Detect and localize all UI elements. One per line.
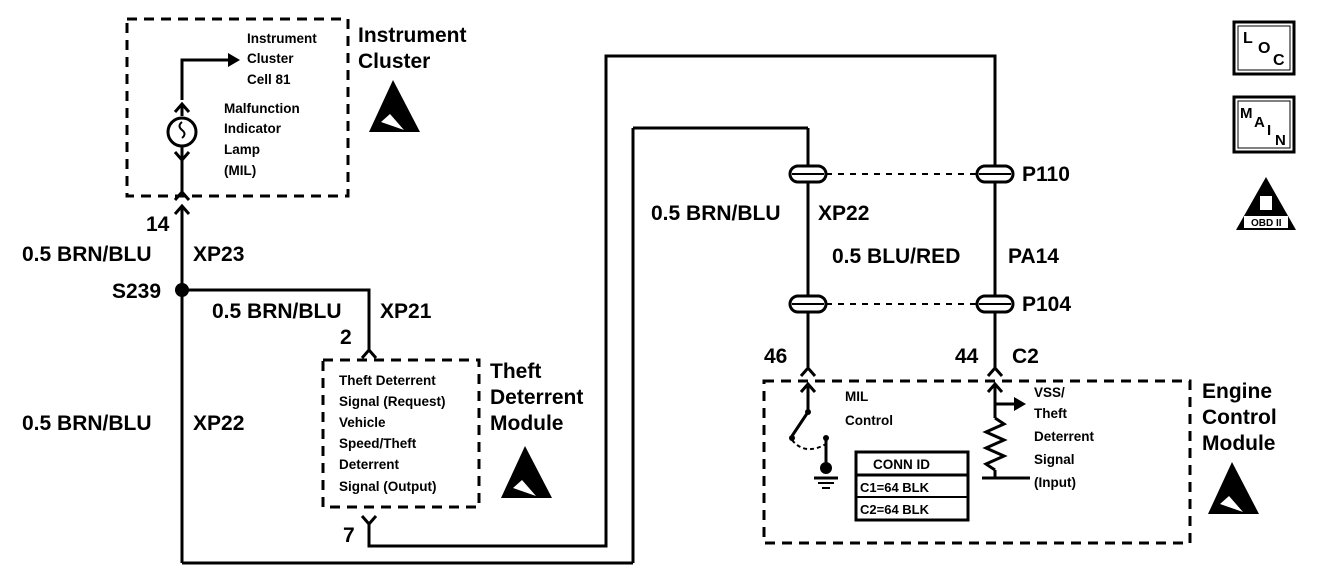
- theft-pin-7-terminal: [360, 515, 378, 527]
- cluster-pin-14-terminal: [173, 189, 191, 201]
- theft-pin-2-label: 2: [340, 326, 352, 349]
- right-conn-b-label: PA14: [1008, 245, 1059, 268]
- theft-module-title-2: Deterrent: [490, 386, 583, 409]
- mil-lamp-line-2: Indicator: [224, 121, 282, 136]
- splice-s239-label: S239: [112, 280, 161, 303]
- vss-line-2: Theft: [1034, 406, 1067, 421]
- ecm-pin-46-terminal: [799, 365, 817, 377]
- ecm-pin-44-label: 44: [955, 345, 979, 368]
- right-wire-b-label: 0.5 BLU/RED: [832, 245, 960, 268]
- theft-desc-line-6: Signal (Output): [339, 479, 436, 494]
- loc-l: L: [1243, 30, 1253, 47]
- cluster-feed-wire: [180, 58, 232, 100]
- esd-icon: [1208, 462, 1259, 514]
- mid-conn-label: XP21: [380, 300, 432, 323]
- left-top-conn-label: XP23: [193, 243, 244, 266]
- ground-icon: [814, 462, 838, 489]
- mil-lamp-line-4: (MIL): [224, 163, 256, 178]
- obd-icon[interactable]: OBD II: [1236, 177, 1296, 230]
- instrument-cluster-title-2: Cluster: [358, 50, 430, 73]
- p110-label: P110: [1022, 163, 1070, 186]
- bulb-icon: [166, 116, 198, 148]
- theft-pin-2-terminal: [360, 347, 378, 359]
- connector-p104: [975, 294, 1015, 314]
- theft-desc-line-3: Vehicle: [339, 415, 386, 430]
- theft-desc-line-2: Signal (Request): [339, 394, 446, 409]
- main-i: I: [1267, 122, 1271, 139]
- vss-line-3: Deterrent: [1034, 429, 1095, 444]
- cluster-cell-line-2: Cluster: [247, 51, 294, 66]
- main-a: A: [1254, 114, 1265, 131]
- main-n: N: [1275, 132, 1286, 149]
- splice-branch-wire: [182, 288, 371, 350]
- mid-wire-label: 0.5 BRN/BLU: [212, 300, 342, 323]
- theft-module-title-3: Module: [490, 412, 564, 435]
- loc-o: O: [1258, 40, 1270, 57]
- cluster-cell-line-3: Cell 81: [247, 72, 291, 87]
- vss-line-1: VSS/: [1034, 385, 1065, 400]
- theft-module-box: [321, 358, 481, 509]
- conn-id-table: [854, 450, 970, 522]
- mil-control-line-1: MIL: [845, 389, 868, 404]
- ecm-pin-44-terminal: [986, 365, 1004, 377]
- loc-icon[interactable]: L O C: [1232, 20, 1296, 76]
- theft-module-title-1: Theft: [490, 360, 541, 383]
- resistor-icon: [982, 416, 1008, 472]
- ecm-pin-46-label: 46: [764, 345, 787, 368]
- feed-arrow-icon: [228, 53, 240, 67]
- ecm-title-1: Engine: [1202, 380, 1272, 403]
- left-bottom-conn-label: XP22: [193, 412, 244, 435]
- theft-pin-7-label: 7: [343, 524, 355, 547]
- ecm-c2-label: C2: [1012, 345, 1039, 368]
- vss-line-5: (Input): [1034, 475, 1076, 490]
- theft-desc-line-1: Theft Deterrent: [339, 373, 436, 388]
- left-bottom-wire-label: 0.5 BRN/BLU: [22, 412, 152, 435]
- main-icon[interactable]: M A I N: [1232, 95, 1296, 154]
- ecm-title-2: Control: [1202, 406, 1277, 429]
- cluster-cell-line-1: Instrument: [247, 31, 317, 46]
- connector-xp22-bottom: [788, 294, 828, 314]
- left-top-wire-label: 0.5 BRN/BLU: [22, 243, 152, 266]
- ecm-title-3: Module: [1202, 432, 1276, 455]
- conn-id-title: CONN ID: [873, 457, 930, 472]
- right-wire-a-label: 0.5 BRN/BLU: [651, 202, 781, 225]
- connector-xp22-top: [788, 164, 828, 184]
- mil-lamp-line-3: Lamp: [224, 142, 260, 157]
- right-conn-a-label: XP22: [818, 202, 869, 225]
- instrument-cluster-box: [125, 17, 350, 198]
- theft-desc-line-4: Speed/Theft: [339, 436, 417, 451]
- p104-label: P104: [1022, 293, 1071, 316]
- pin-14-label: 14: [146, 213, 170, 236]
- theft-desc-line-5: Deterrent: [339, 457, 400, 472]
- esd-icon: [501, 446, 552, 498]
- theft-output-wire: [367, 54, 997, 548]
- mil-lamp-line-1: Malfunction: [224, 101, 300, 116]
- obd-label: OBD II: [1251, 218, 1282, 229]
- ecm-box: [762, 379, 1192, 545]
- mil-switch-icon: [790, 411, 810, 437]
- main-m: M: [1240, 105, 1253, 122]
- vss-line-4: Signal: [1034, 452, 1075, 467]
- esd-icon: [369, 80, 420, 132]
- conn-id-c1: C1=64 BLK: [860, 480, 930, 495]
- vss-arrow-icon: [1014, 397, 1026, 411]
- mil-control-line-2: Control: [845, 413, 893, 428]
- connector-p110: [975, 164, 1015, 184]
- instrument-cluster-title-1: Instrument: [358, 24, 467, 47]
- loc-c: C: [1273, 52, 1285, 69]
- conn-id-c2: C2=64 BLK: [860, 502, 930, 517]
